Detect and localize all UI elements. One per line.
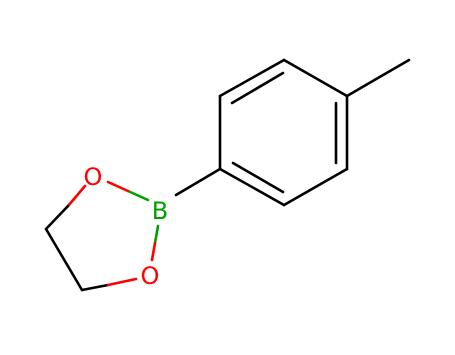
- bond-ring-2: [218, 58, 286, 98]
- bond-o1-c-c: [44, 204, 70, 231]
- bond-b-o2-o: [150, 241, 157, 262]
- bond-c-o2-o: [106, 277, 138, 287]
- bond-b-o1-o: [106, 180, 130, 193]
- atom-label-oxygen-1: O: [84, 163, 103, 191]
- bond-o1-c-o: [66, 184, 87, 208]
- bond-ring-boron: [174, 167, 222, 197]
- bond-ring-inner-2: [231, 161, 285, 194]
- atom-label-oxygen-2: O: [141, 262, 160, 290]
- bond-ring-inner-1: [230, 71, 285, 105]
- bond-methyl: [345, 58, 411, 98]
- atom-label-boron: B: [152, 197, 168, 225]
- bond-b-o1-b: [126, 189, 150, 202]
- bond-ring-5: [282, 167, 349, 207]
- bond-b-o2-b: [153, 224, 160, 245]
- bond-c-o2-c: [80, 283, 110, 292]
- bond-ring-1: [282, 58, 349, 98]
- bond-c-c: [44, 227, 84, 292]
- bond-ring-4: [218, 167, 286, 207]
